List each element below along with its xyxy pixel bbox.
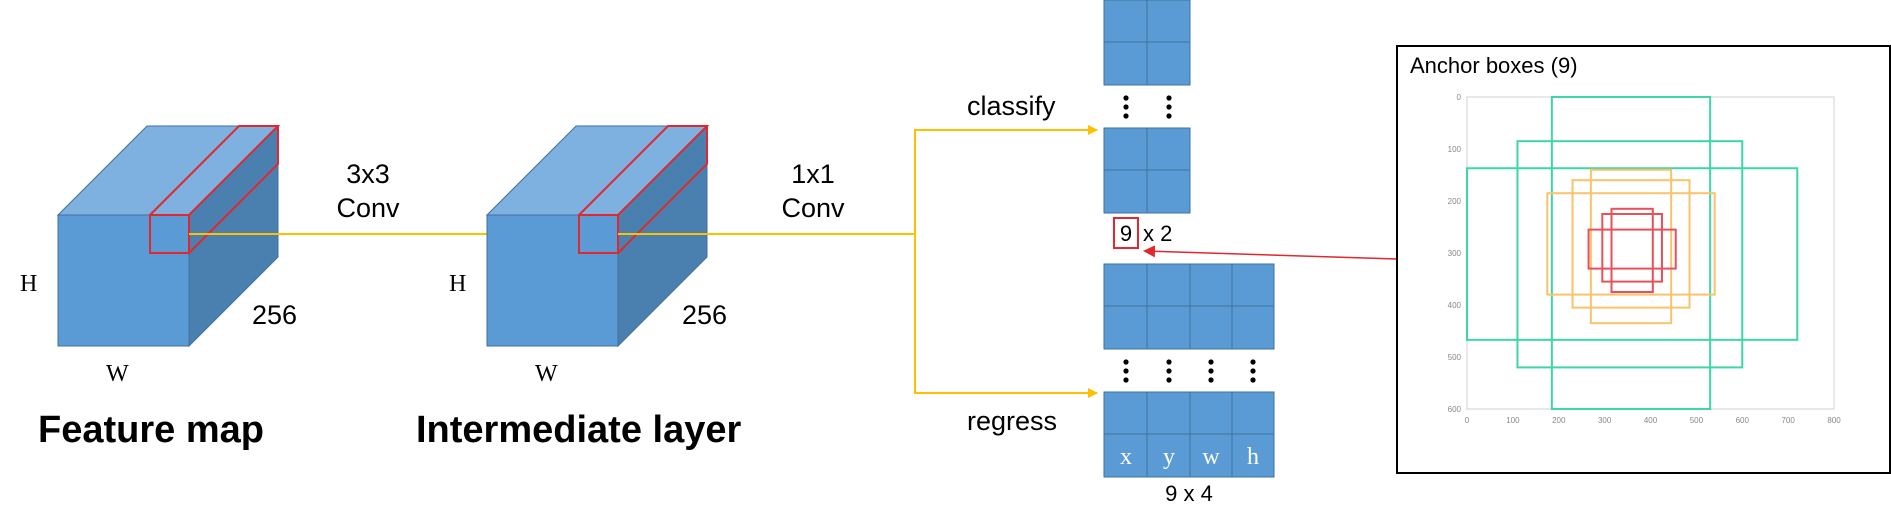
anchor-x-tick-200: 200 (1552, 416, 1566, 425)
regress-label: regress (967, 406, 1057, 436)
anchor-x-tick-600: 600 (1736, 416, 1750, 425)
regress-grid-top (1103, 263, 1275, 350)
regress-dots (1123, 359, 1256, 383)
feature-map-title: Feature map (38, 409, 264, 451)
anchor-y-tick-100: 100 (1448, 145, 1462, 154)
anchor-box-large-2 (1516, 140, 1744, 369)
feature-map-width-label: W (106, 361, 129, 387)
conv1x1-label-line2: Conv (781, 193, 845, 223)
anchor-y-tick-600: 600 (1448, 405, 1462, 414)
regress-col-x: x (1120, 444, 1132, 470)
conv1x1-branch-arrows (618, 125, 1098, 398)
regress-col-y: y (1163, 444, 1175, 470)
anchor-x-tick-500: 500 (1690, 416, 1704, 425)
anchor-box-large-1 (1466, 167, 1799, 341)
anchor-boxes-plot: 0 100 200 300 400 500 600 700 800 0 100 200 300 400 5… (1448, 93, 1842, 425)
regress-size-label: 9 x 4 (1165, 481, 1213, 506)
regress-col-h: h (1247, 444, 1259, 470)
anchor-y-tick-400: 400 (1448, 301, 1462, 310)
anchor-box-large-3 (1550, 96, 1712, 410)
intermediate-cube-front (486, 214, 619, 347)
regress-col-w: w (1202, 444, 1220, 470)
anchor-x-tick-400: 400 (1644, 416, 1658, 425)
anchor-y-tick-0: 0 (1457, 93, 1462, 102)
conv3x3-label-line2: Conv (336, 193, 400, 223)
conv1x1-label-line1: 1x1 (791, 159, 835, 189)
classify-dots (1123, 95, 1172, 119)
feature-map-height-label: H (20, 271, 37, 297)
anchor-panel-title: Anchor boxes (9) (1410, 53, 1578, 78)
intermediate-layer-cube (485, 124, 710, 348)
anchor-box-small-8 (1601, 213, 1663, 283)
classify-count-highlight (1113, 217, 1139, 249)
anchor-box-medium-5 (1571, 179, 1691, 309)
regress-grid-bottom (1103, 391, 1275, 478)
feature-map-cube (56, 124, 281, 348)
anchor-box-medium-4 (1546, 192, 1716, 296)
feature-map-cube-front (57, 214, 190, 347)
anchor-count-pointer (1143, 245, 1398, 260)
anchor-box-small-7 (1587, 228, 1677, 270)
anchor-y-tick-500: 500 (1448, 353, 1462, 362)
classify-grid-top (1103, 0, 1191, 86)
anchor-y-tick-labels: 0 100 200 300 400 500 600 (1448, 93, 1462, 414)
intermediate-width-label: W (535, 361, 558, 387)
classify-label: classify (967, 91, 1056, 121)
anchor-x-tick-700: 700 (1781, 416, 1795, 425)
conv3x3-label-line1: 3x3 (346, 159, 390, 189)
intermediate-depth-label: 256 (682, 300, 727, 330)
anchor-x-tick-labels: 0 100 200 300 400 500 600 700 800 (1465, 416, 1841, 425)
anchor-boxes (1466, 96, 1799, 410)
anchor-y-tick-200: 200 (1448, 197, 1462, 206)
anchor-y-tick-300: 300 (1448, 249, 1462, 258)
intermediate-height-label: H (449, 271, 466, 297)
anchor-x-tick-100: 100 (1506, 416, 1520, 425)
classify-size-suffix: x 2 (1143, 221, 1172, 246)
anchor-panel-frame (1396, 45, 1891, 474)
classify-grid-bottom (1103, 127, 1191, 214)
anchor-box-medium-6 (1589, 168, 1673, 325)
classify-count-label: 9 (1120, 221, 1132, 246)
anchor-x-tick-300: 300 (1598, 416, 1612, 425)
anchor-x-tick-800: 800 (1827, 416, 1841, 425)
anchor-box-small-9 (1610, 207, 1654, 293)
intermediate-layer-title: Intermediate layer (416, 409, 741, 451)
feature-map-depth-label: 256 (252, 300, 297, 330)
anchor-x-tick-0: 0 (1465, 416, 1470, 425)
